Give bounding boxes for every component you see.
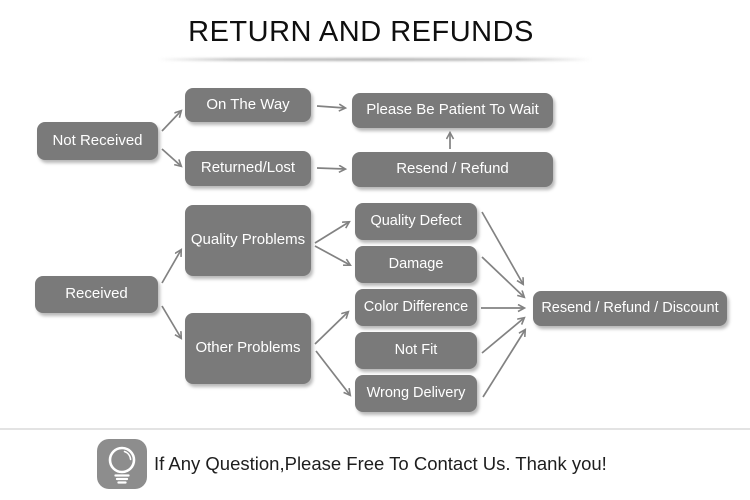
page-title: RETURN AND REFUNDS [188, 16, 534, 48]
arrow-not-fit-to-discount [481, 318, 524, 354]
flow-node-resend-refund-discount: Resend / Refund / Discount [533, 291, 727, 326]
flow-node-quality-problems: Quality Problems [185, 205, 311, 276]
arrow-quality-problems-to-quality-defect [314, 222, 349, 244]
footer: If Any Question,Please Free To Contact U… [97, 438, 607, 490]
flow-node-color-difference: Color Difference [355, 289, 477, 326]
arrow-other-problems-to-color-difference [314, 312, 348, 345]
flow-node-not-fit: Not Fit [355, 332, 477, 369]
flow-node-resend-refund: Resend / Refund [352, 152, 553, 187]
lightbulb-icon [97, 439, 147, 489]
flow-node-on-the-way: On The Way [185, 88, 311, 122]
flow-node-please-be-patient: Please Be Patient To Wait [352, 93, 553, 128]
arrow-other-problems-to-wrong-delivery [315, 350, 350, 395]
arrow-damage-to-discount [481, 256, 524, 297]
arrow-on-the-way-to-please-wait [316, 106, 345, 108]
flow-node-damage: Damage [355, 246, 477, 283]
arrow-not-received-to-returned-lost [161, 148, 181, 166]
footer-divider [0, 428, 750, 430]
flow-node-not-received: Not Received [37, 122, 158, 160]
arrow-received-to-other-problems [161, 305, 181, 338]
arrow-returned-lost-to-resend-refund [316, 168, 345, 169]
footer-message: If Any Question,Please Free To Contact U… [154, 453, 607, 474]
title-underline [158, 58, 592, 61]
flow-node-wrong-delivery: Wrong Delivery [355, 375, 477, 412]
flow-node-returned-lost: Returned/Lost [185, 151, 311, 186]
arrow-quality-defect-to-discount [481, 211, 523, 284]
arrow-not-received-to-on-the-way [161, 111, 181, 132]
flow-node-received: Received [35, 276, 158, 313]
flow-node-other-problems: Other Problems [185, 313, 311, 384]
arrow-quality-problems-to-damage [314, 245, 350, 265]
arrow-received-to-quality-problems [161, 250, 181, 284]
flow-node-quality-defect: Quality Defect [355, 203, 477, 240]
arrow-wrong-delivery-to-discount [482, 330, 525, 398]
